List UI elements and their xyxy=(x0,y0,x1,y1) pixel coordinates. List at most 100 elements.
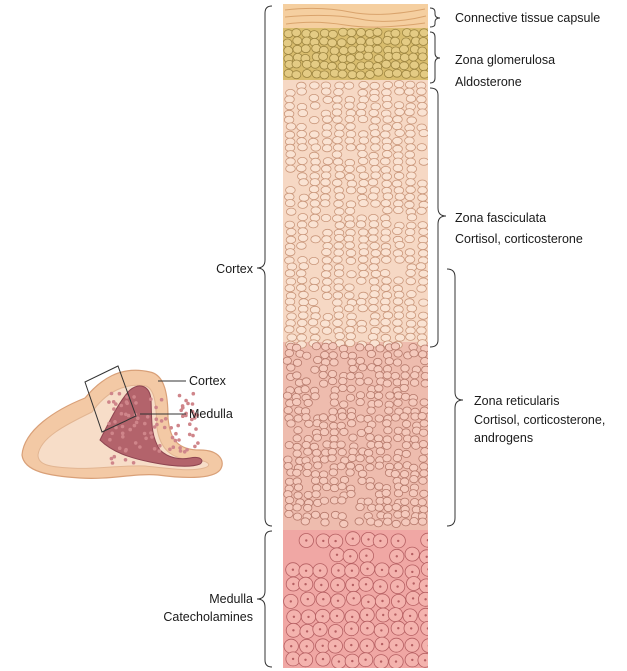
inset-medulla-cell xyxy=(191,434,195,438)
reticularis-cell xyxy=(412,442,420,449)
fasciculata-cell xyxy=(416,263,426,270)
glomerulosa-cell xyxy=(339,28,348,36)
medulla-cell-nucleus xyxy=(397,540,399,542)
inset-medulla-cell xyxy=(138,445,142,449)
fasciculata-cell xyxy=(418,222,428,229)
inset-medulla-cell xyxy=(120,404,124,408)
reticularis-cell xyxy=(285,504,293,511)
fasciculata-cell xyxy=(419,250,429,257)
glomerulosa-cell xyxy=(348,71,357,79)
reticularis-cell xyxy=(383,442,391,449)
medulla-cell-nucleus xyxy=(366,627,368,629)
glomerulosa-cell xyxy=(283,39,292,47)
fasciculata-cell xyxy=(368,235,378,242)
reticularis-cell xyxy=(394,350,402,357)
fasciculata-cell xyxy=(311,207,321,214)
fasciculata-cell xyxy=(285,131,295,138)
fasciculata-cell xyxy=(346,187,356,194)
medulla-cell-nucleus xyxy=(424,659,426,661)
glomerulosa-cell xyxy=(284,47,293,55)
inset-medulla-cell xyxy=(178,394,182,398)
glomerulosa-cell xyxy=(374,55,383,63)
fasciculata-cell xyxy=(371,200,381,207)
fasciculata-cell xyxy=(394,277,404,284)
fasciculata-cell xyxy=(286,151,296,158)
inset-medulla-cell xyxy=(110,392,114,396)
medulla-cell-nucleus xyxy=(367,538,369,540)
glomerulosa-cell xyxy=(391,29,400,37)
fasciculata-cell xyxy=(297,221,307,228)
reticularis-cell xyxy=(340,352,348,359)
reticularis-cell xyxy=(366,434,374,441)
fasciculata-cell xyxy=(381,334,391,341)
fasciculata-cell xyxy=(285,270,295,277)
reticularis-cell xyxy=(312,343,320,350)
inset-medulla-cell xyxy=(107,422,111,426)
fasciculata-cell xyxy=(287,263,297,270)
medulla-cell-nucleus xyxy=(337,600,339,602)
reticularis-cell xyxy=(340,401,348,408)
fasciculata-cell xyxy=(335,222,345,229)
fasciculata-cell xyxy=(335,124,345,131)
reticularis-cell xyxy=(367,350,375,357)
reticularis-cell xyxy=(366,464,374,471)
reticularis-cell xyxy=(419,441,427,448)
inset-medulla-label: Medulla xyxy=(189,407,233,421)
reticularis-cell xyxy=(375,385,383,392)
reticularis-cell xyxy=(410,350,418,357)
fasciculata-cell xyxy=(323,264,333,271)
inset-medulla-cell xyxy=(112,400,116,404)
reticularis-cell xyxy=(410,464,418,471)
medulla-cell-nucleus xyxy=(349,555,351,557)
inset-medulla-cell xyxy=(184,412,188,416)
fasciculata-cell xyxy=(393,116,403,123)
reticularis-hormone-label-2: androgens xyxy=(474,431,533,445)
reticularis-cell xyxy=(305,420,313,427)
inset-medulla-cell xyxy=(110,432,114,436)
fasciculata-cell xyxy=(407,117,417,124)
fasciculata-cell xyxy=(310,82,320,89)
fasciculata-cell xyxy=(405,109,415,116)
reticularis-cell xyxy=(420,420,428,427)
fasciculata-cell xyxy=(382,124,392,131)
reticularis-cell xyxy=(358,470,366,477)
fasciculata-cell xyxy=(381,166,391,173)
reticularis-cell xyxy=(312,491,320,498)
inset-medulla-cell xyxy=(120,412,124,416)
reticularis-cell xyxy=(402,442,410,449)
fasciculata-cell xyxy=(405,249,415,256)
fasciculata-cell xyxy=(286,278,296,285)
fasciculata-cell xyxy=(323,313,333,320)
fasciculata-cell xyxy=(333,256,343,263)
reticularis-cell xyxy=(294,427,302,434)
inset-medulla-cell xyxy=(153,447,157,451)
inset-medulla-cell xyxy=(188,422,192,426)
fasciculata-cell xyxy=(345,284,355,291)
medulla-hormone-label: Catecholamines xyxy=(163,610,253,624)
reticularis-cell xyxy=(328,455,336,462)
fasciculata-cell xyxy=(370,242,380,249)
reticularis-cell xyxy=(338,513,346,520)
fasciculata-cell xyxy=(323,278,333,285)
medulla-cell-nucleus xyxy=(305,570,307,572)
reticularis-cell xyxy=(364,449,372,456)
glomerulosa-cell xyxy=(330,54,339,62)
fasciculata-cell xyxy=(405,256,415,263)
reticularis-cell xyxy=(401,498,409,505)
inset-medulla-cell xyxy=(179,449,183,453)
medulla-cell-nucleus xyxy=(305,539,307,541)
fasciculata-cell xyxy=(334,284,344,291)
reticularis-cell xyxy=(391,470,399,477)
medulla-cell-nucleus xyxy=(426,556,428,558)
fasciculata-cell xyxy=(407,165,417,172)
reticularis-cell xyxy=(330,359,338,366)
reticularis-cell xyxy=(320,497,328,504)
fasciculata-cell xyxy=(332,151,342,158)
glomerulosa-cell xyxy=(382,60,391,68)
reticularis-cell xyxy=(420,470,428,477)
fasciculata-cell xyxy=(370,82,380,89)
fasciculata-bracket xyxy=(430,88,446,347)
glomerulosa-cell xyxy=(365,71,374,79)
fasciculata-cell xyxy=(407,172,417,179)
fasciculata-cell xyxy=(345,116,355,123)
